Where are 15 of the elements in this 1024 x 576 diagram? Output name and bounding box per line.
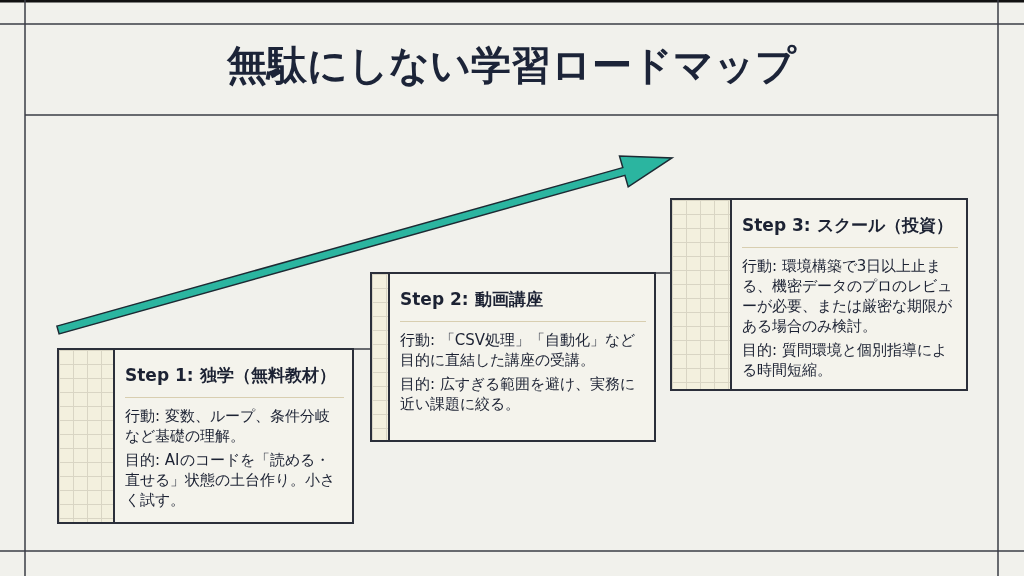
action-text: 行動: 「CSV処理」「自動化」など目的に直結した講座の受講。 [400, 330, 637, 370]
step-card [670, 198, 968, 391]
title: 無駄にしない学習ロードマップ [226, 41, 798, 90]
action-text: 行動: 環境構築で3日以上止まる、機密データのプロのレビューが必要、または厳密な期限がある場合のみ検討。 [742, 256, 953, 336]
card-heading: Step 2: 動画講座 [400, 288, 646, 322]
card-heading: Step 3: スクール（投資） [742, 214, 958, 248]
connector-line [655, 272, 671, 274]
card-heading: Step 1: 独学（無料教材） [125, 364, 344, 398]
action-text: 行動: 変数、ループ、条件分岐など基礎の理解。 [125, 406, 331, 446]
goal-text: 目的: 広すぎる範囲を避け、実務に近い課題に絞る。 [400, 374, 636, 414]
goal-text: 目的: AIのコードを「読める・直せる」状態の土台作り。小さく試す。 [125, 450, 336, 510]
step-card [370, 272, 656, 442]
connector-line [353, 348, 371, 350]
goal-text: 目的: 質問環境と個別指導による時間短縮。 [742, 340, 948, 380]
step-card [57, 348, 354, 524]
